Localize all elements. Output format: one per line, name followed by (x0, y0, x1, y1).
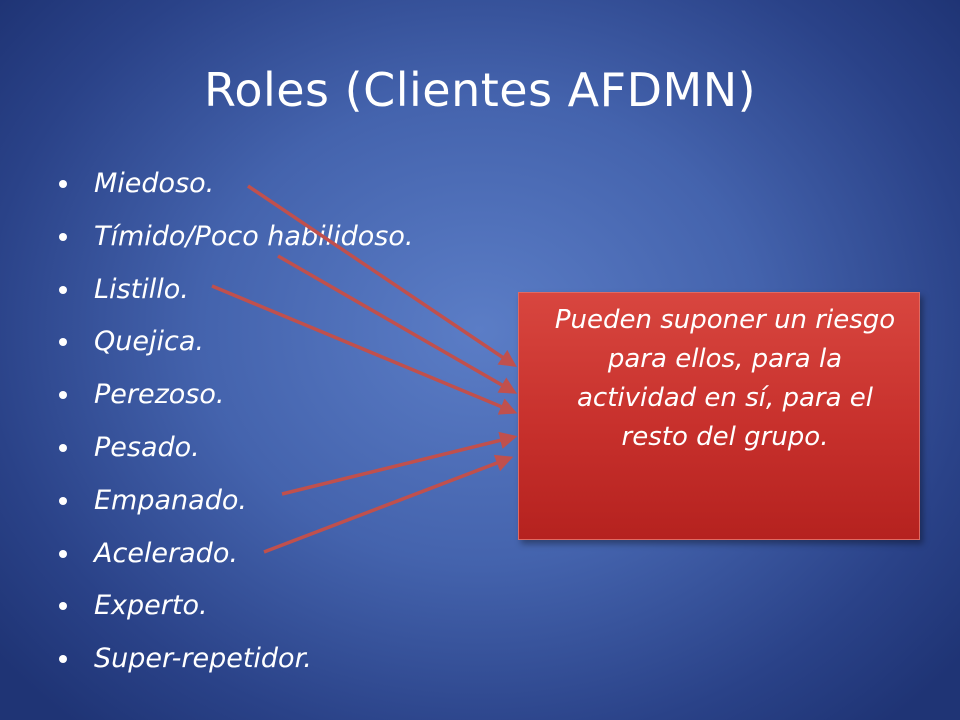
bullet-dot-icon (59, 655, 67, 664)
bullet-dot-icon (59, 285, 67, 294)
bullet-dot-icon (59, 391, 67, 400)
bullet-item: Super-repetidor. (56, 633, 413, 686)
bullet-text: Perezoso. (94, 379, 225, 411)
bullet-item: Tímido/Poco habilidoso. (56, 211, 413, 264)
bullet-text: Tímido/Poco habilidoso. (94, 220, 414, 252)
bullet-item: Perezoso. (56, 369, 413, 422)
bullet-item: Quejica. (56, 316, 413, 369)
bullet-item: Listillo. (56, 264, 413, 317)
bullet-text: Listillo. (94, 273, 189, 305)
bullet-dot-icon (59, 232, 67, 241)
bullet-dot-icon (59, 180, 67, 188)
bullet-item: Experto. (56, 580, 413, 633)
bullet-dot-icon (59, 338, 67, 347)
slide-title: Roles (Clientes AFDMN) (203, 63, 757, 117)
bullet-text: Quejica. (94, 326, 204, 358)
bullet-item: Miedoso. (56, 158, 413, 211)
bullet-text: Super-repetidor. (94, 643, 312, 675)
bullet-list: Miedoso. Tímido/Poco habilidoso. Listill… (56, 158, 413, 686)
bullet-item: Empanado. (56, 475, 413, 528)
bullet-text: Acelerado. (94, 537, 238, 569)
bullet-dot-icon (59, 496, 67, 505)
bullet-text: Pesado. (94, 431, 200, 463)
bullet-item: Pesado. (56, 422, 413, 475)
bullet-item: Acelerado. (56, 528, 413, 581)
callout-box: Pueden suponer un riesgo para ellos, par… (518, 292, 920, 540)
bullet-dot-icon (59, 443, 67, 452)
bullet-dot-icon (59, 602, 67, 611)
bullet-dot-icon (59, 549, 67, 558)
callout-text: Pueden suponer un riesgo para ellos, par… (554, 305, 896, 452)
bullet-text: Experto. (94, 590, 208, 622)
bullet-text: Empanado. (94, 484, 247, 516)
bullet-text: Miedoso. (94, 168, 215, 199)
